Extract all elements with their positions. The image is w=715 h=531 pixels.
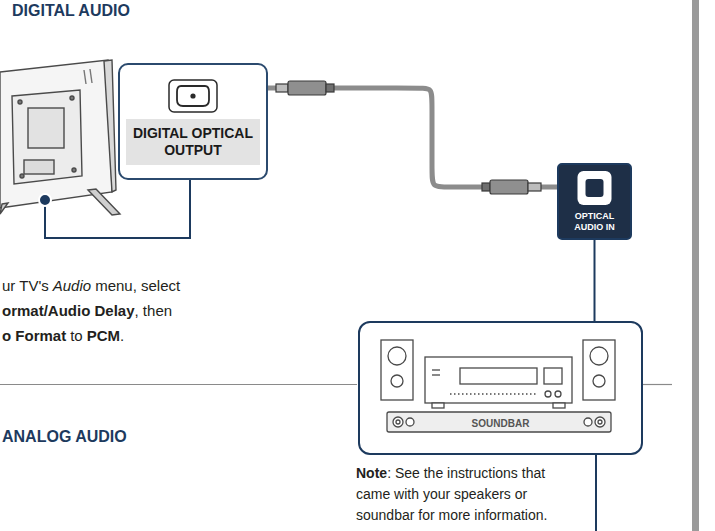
leader-line: [595, 455, 597, 531]
node-label: DIGITAL OPTICAL OUTPUT: [126, 119, 260, 165]
optical-jack-icon: [559, 165, 630, 217]
tv-illustration: [0, 60, 120, 215]
instruction-text: ormat/Audio Delay: [2, 302, 135, 320]
note-text: Note: See the instructions that came wit…: [356, 463, 578, 526]
instruction-text: ur TV's: [2, 277, 49, 295]
section-rule: [643, 384, 672, 385]
instruction-text: to: [70, 327, 83, 345]
instruction-text: o Format: [2, 327, 66, 345]
equipment-box: SOUNDBAR: [358, 321, 643, 455]
audio-equipment: [381, 340, 615, 432]
optical-cable: [268, 88, 557, 187]
instruction-text: Audio: [53, 277, 91, 295]
optical-plug: [276, 81, 334, 95]
optical-port-icon: [120, 65, 266, 117]
section-heading: DIGITAL AUDIO: [12, 1, 130, 20]
port-box: OPTICAL AUDIO IN: [557, 163, 632, 240]
connection-line: [594, 240, 596, 321]
section-rule: [0, 384, 357, 385]
optical-plug: [482, 180, 541, 194]
instruction-text: PCM: [87, 327, 120, 345]
section-heading: ANALOG AUDIO: [2, 427, 127, 446]
instruction-text: menu, select: [95, 277, 180, 295]
leader-line: [45, 180, 190, 238]
page-bar: [692, 0, 699, 531]
node-label: SOUNDBAR: [464, 416, 537, 431]
port-dot: [39, 194, 51, 206]
callout-box: DIGITAL OPTICAL OUTPUT: [118, 63, 268, 180]
node-label: OPTICAL AUDIO IN: [563, 211, 626, 233]
instruction-text: , then: [135, 302, 173, 320]
note-text: Note: [356, 465, 387, 481]
instruction-text: .: [120, 327, 124, 345]
